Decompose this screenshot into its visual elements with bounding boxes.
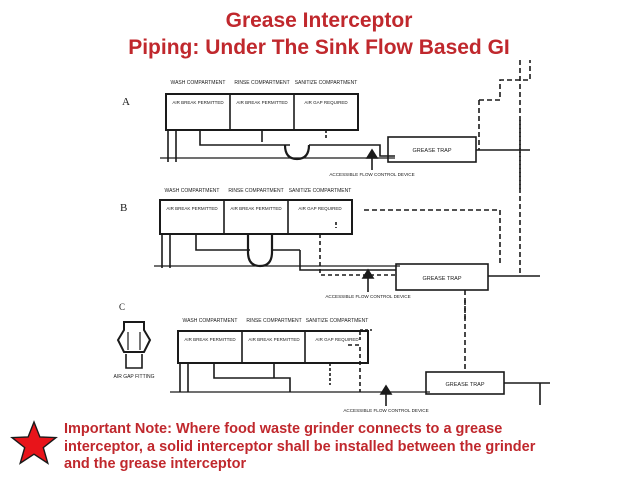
title-line-2: Piping: Under The Sink Flow Based GI <box>128 36 510 59</box>
panel-b-comp-3-inner: AIR GAP REQUIRED <box>298 206 342 211</box>
important-note: Important Note: Where food waste grinder… <box>64 421 536 472</box>
panel-c-comp-3-label: SANITIZE COMPARTMENT <box>306 318 369 324</box>
panel-b-letter: B <box>120 202 127 214</box>
panel-b: B WASH COMPARTMENT RINSE COMPARTMENT SAN… <box>120 60 540 320</box>
panel-b-comp-2-label: RINSE COMPARTMENT <box>228 188 283 194</box>
panel-b-trap-label: GREASE TRAP <box>422 276 461 282</box>
panel-a-comp-3-label: SANITIZE COMPARTMENT <box>295 80 358 86</box>
panel-c-comp-1-label: WASH COMPARTMENT <box>183 318 238 324</box>
panel-b-comp-3-label: SANITIZE COMPARTMENT <box>289 188 352 194</box>
air-gap-fitting: AIR GAP FITTING <box>113 321 155 380</box>
star-icon <box>10 420 58 465</box>
panel-a-comp-2-label: RINSE COMPARTMENT <box>234 80 289 86</box>
panel-c-letter: C <box>119 302 125 312</box>
panel-c-comp-2-label: RINSE COMPARTMENT <box>246 318 301 324</box>
panel-a-comp-3-inner: AIR GAP REQUIRED <box>304 100 348 105</box>
panel-c: C AIR GAP FITTING WASH COMPARTMENT RINSE… <box>113 300 550 413</box>
panel-c-comp-2-inner: AIR BREAK PERMITTED <box>248 337 300 342</box>
panel-b-grease-trap <box>395 263 489 291</box>
panel-b-comp-1-inner: AIR BREAK PERMITTED <box>166 206 218 211</box>
panel-a-comp-1-inner: AIR BREAK PERMITTED <box>172 100 224 105</box>
panel-a-comp-2-inner: AIR BREAK PERMITTED <box>236 100 288 105</box>
panel-b-comp-2-inner: AIR BREAK PERMITTED <box>230 206 282 211</box>
panel-a-comp-1-label: WASH COMPARTMENT <box>171 80 226 86</box>
panel-c-trap-label: GREASE TRAP <box>445 382 484 388</box>
title-line-1: Grease Interceptor <box>225 9 413 32</box>
panel-b-device-label: ACCESSIBLE FLOW CONTROL DEVICE <box>325 294 410 299</box>
fitting-label: AIR GAP FITTING <box>113 374 154 380</box>
panel-c-comp-3-inner: AIR GAP REQUIRED <box>315 337 359 342</box>
panel-b-sink <box>159 199 353 235</box>
panel-a-letter: A <box>122 96 130 108</box>
panel-c-device-label: ACCESSIBLE FLOW CONTROL DEVICE <box>343 408 428 413</box>
panel-b-comp-1-label: WASH COMPARTMENT <box>165 188 220 194</box>
panel-c-sink <box>177 330 369 364</box>
panel-a: A WASH COMPARTMENT RINSE COMPARTMENT SAN… <box>122 60 531 190</box>
panel-a-trap-label: GREASE TRAP <box>412 148 451 154</box>
panel-a-device-label: ACCESSIBLE FLOW CONTROL DEVICE <box>329 172 414 177</box>
panel-c-comp-1-inner: AIR BREAK PERMITTED <box>184 337 236 342</box>
